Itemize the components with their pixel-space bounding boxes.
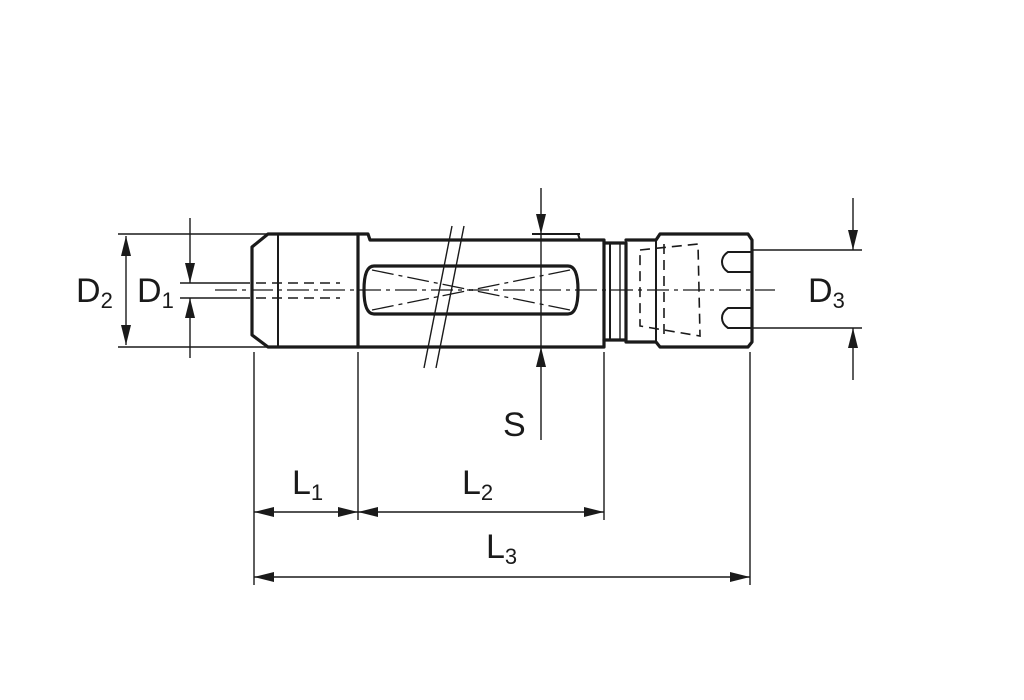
length-extension-lines — [253, 352, 751, 585]
d3-arrow-top — [848, 230, 858, 250]
d1-arrow-top — [185, 263, 195, 283]
l3-arrow-right — [730, 572, 750, 582]
dimension-d2: D2 — [76, 233, 268, 348]
s-arrow-top — [536, 214, 546, 234]
l1-arrow-left — [254, 507, 274, 517]
hidden-collet — [639, 243, 701, 337]
l1-arrow-right — [338, 507, 358, 517]
dimension-d1: D1 — [137, 218, 240, 358]
break-line-2 — [435, 225, 465, 369]
dimension-d3: D3 — [752, 198, 862, 380]
l3-label: L3 — [486, 528, 517, 569]
l1-label: L1 — [292, 464, 323, 505]
d3-arrow-bottom — [848, 328, 858, 348]
body-slot — [362, 264, 580, 316]
d2-arrow-top — [121, 236, 131, 256]
l2-arrow-right — [584, 507, 604, 517]
l2-label: L2 — [462, 464, 493, 505]
main-body-outline — [356, 232, 606, 349]
l2-arrow-left — [358, 507, 378, 517]
d2-label: D2 — [76, 272, 113, 313]
nut-notch-bottom — [720, 307, 752, 329]
s-label: S — [503, 406, 526, 444]
body-flat-step-2 — [577, 233, 581, 241]
d2-arrow-bottom — [121, 325, 131, 345]
dimension-l2: L2 — [358, 464, 604, 517]
s-arrow-bottom — [536, 347, 546, 367]
dimension-l3: L3 — [254, 528, 750, 582]
nut-notch-top — [720, 251, 752, 273]
d1-arrow-bottom — [185, 298, 195, 318]
tool-holder-body — [215, 225, 775, 369]
dimension-l1: L1 — [254, 464, 358, 517]
d1-label: D1 — [137, 272, 174, 313]
neck-outline — [602, 241, 628, 342]
collet-nut-outline — [624, 232, 754, 349]
d3-label: D3 — [808, 272, 845, 313]
dimension-s: S — [503, 188, 546, 444]
l3-arrow-left — [254, 572, 274, 582]
break-line-1 — [423, 225, 453, 369]
